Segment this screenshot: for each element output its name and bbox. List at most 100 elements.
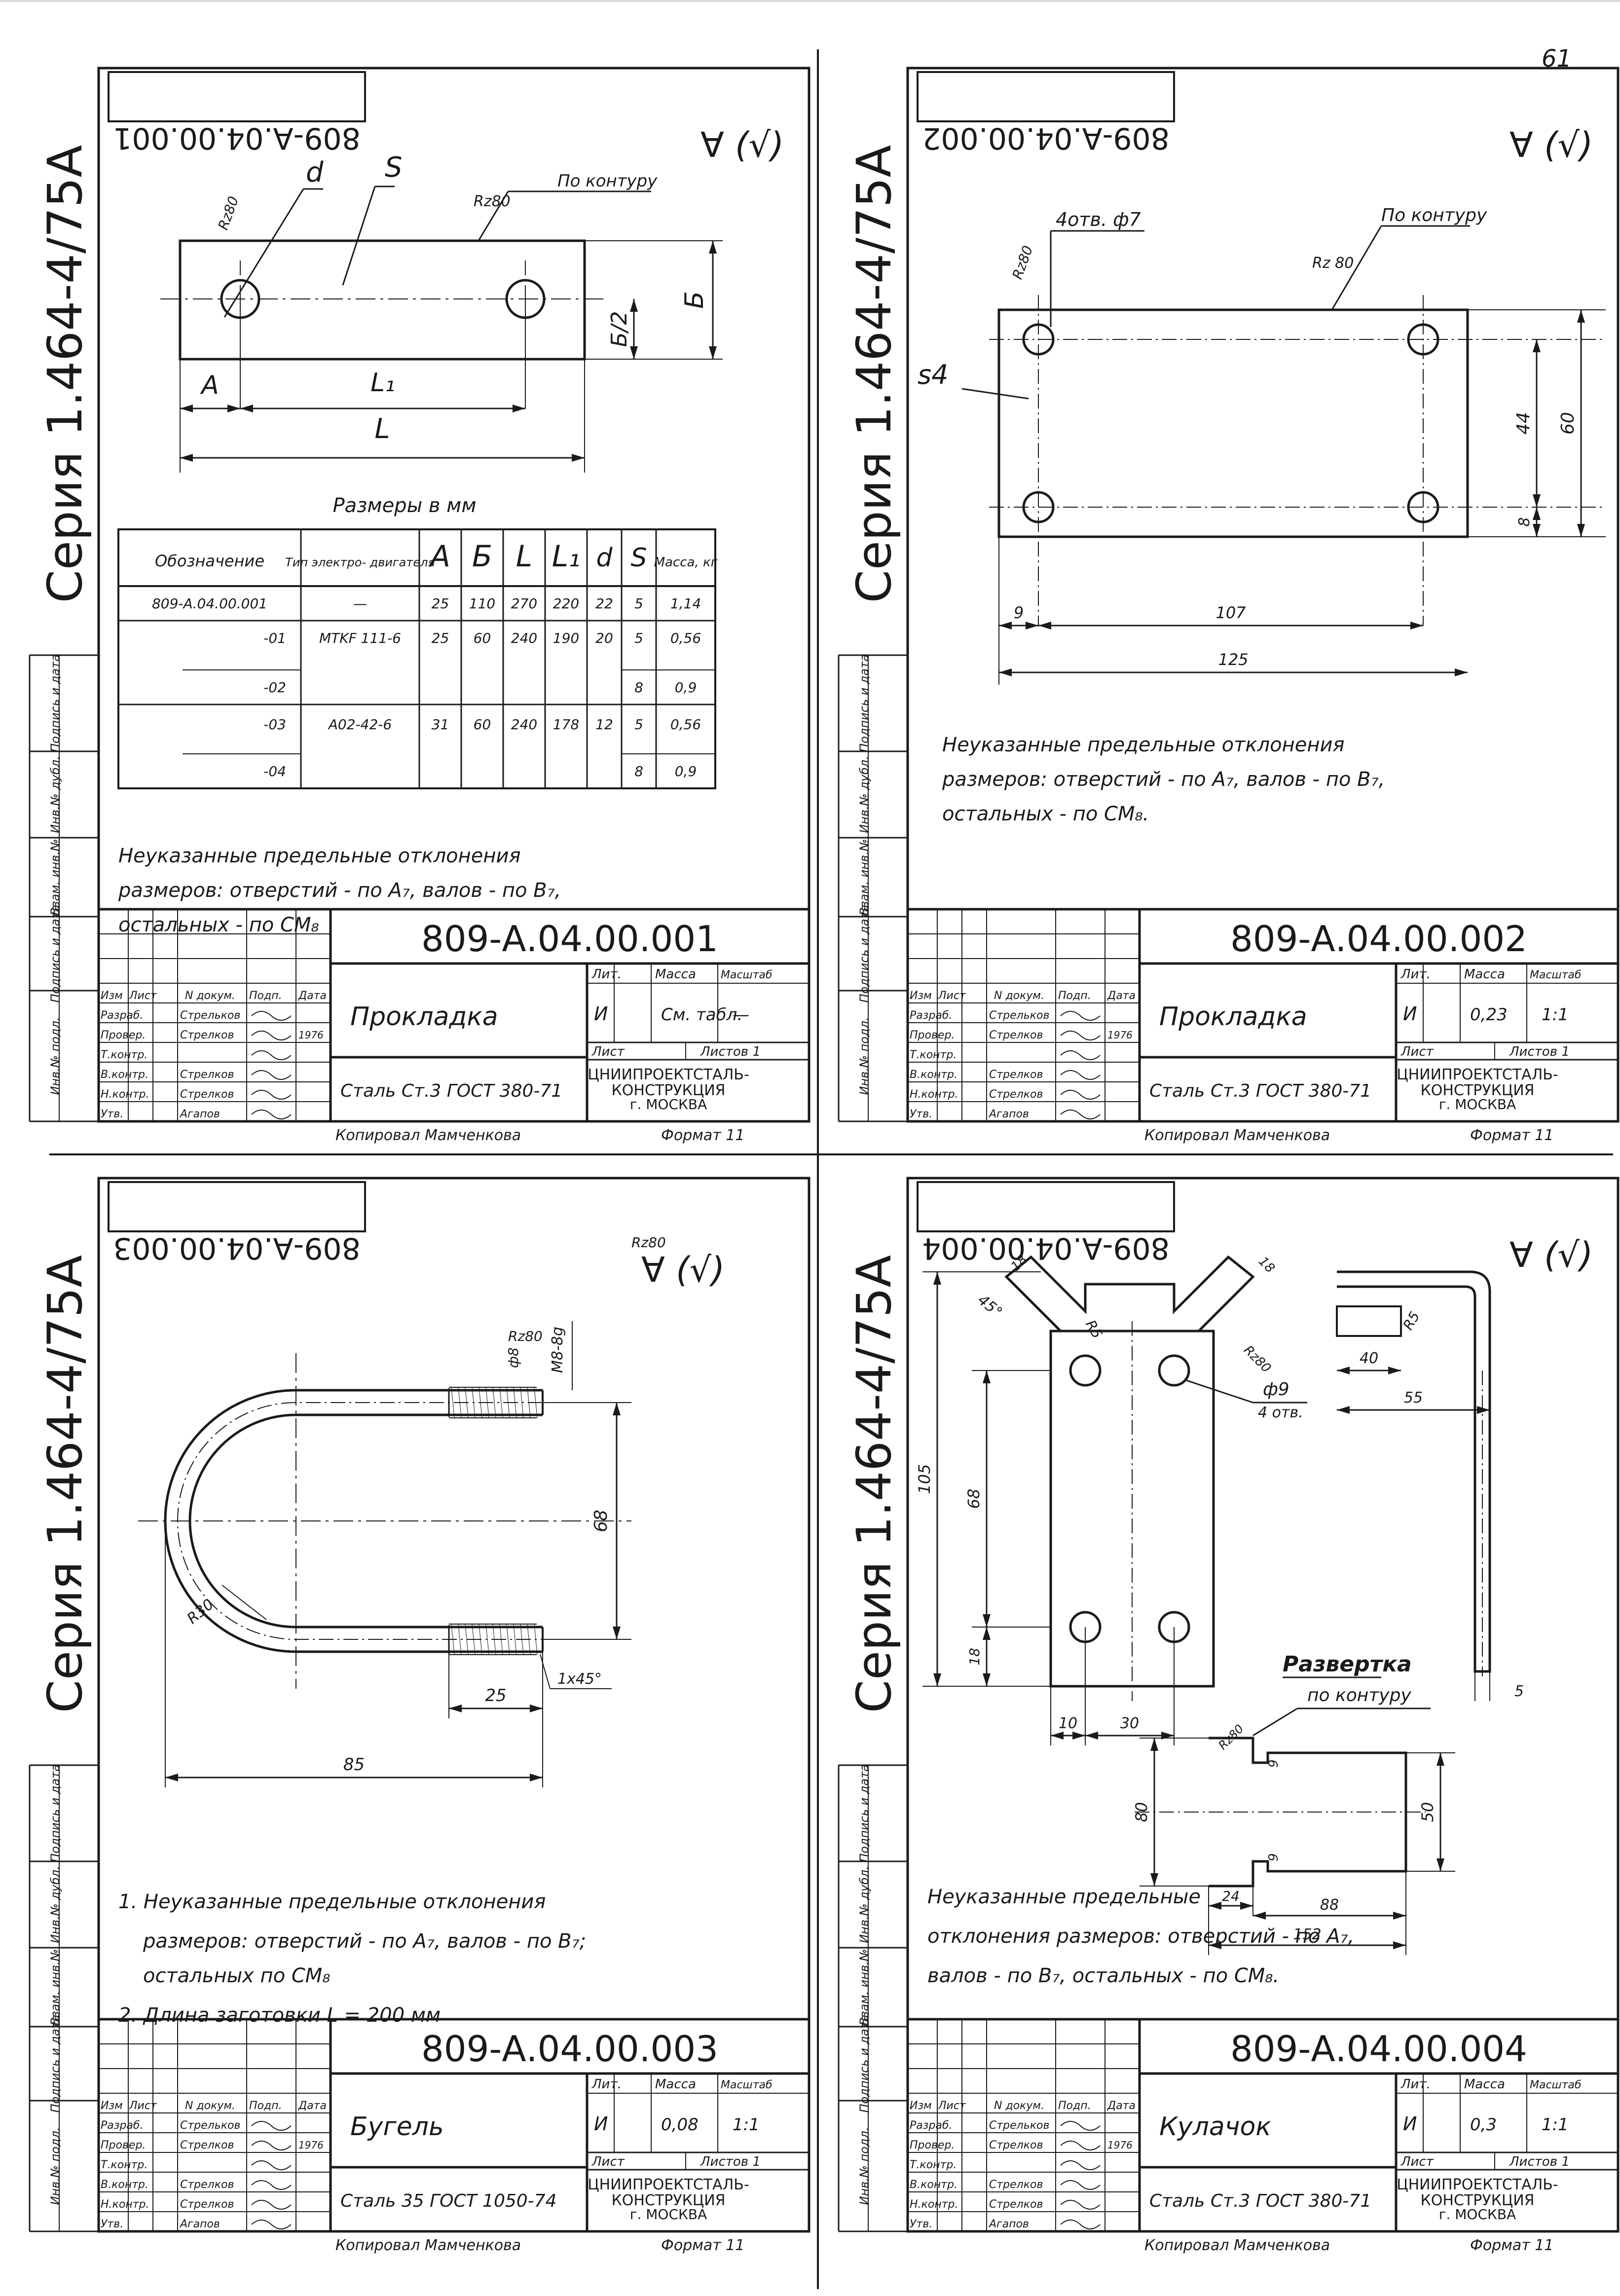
dim-10: 10 [1059,1715,1077,1732]
tb-header-list: Лист [129,990,157,1002]
razvertka-label: Развертка [1283,1652,1412,1677]
note-line-2: размеров: отверстий - по А₇, валов - по … [942,768,1385,791]
table-header-8: Масса, кг [654,555,718,570]
table-cell: -02 [263,679,286,696]
tb-role: Разраб. [101,1009,143,1022]
tb-lit-value: И [1403,2113,1417,2135]
tb-name: Стрелков [989,1029,1043,1041]
copied-by: Копировал Мамченкова [335,2237,521,2254]
org-line-2: КОНСТРУКЦИЯ [1421,2192,1535,2209]
tb-role: Т.контр. [101,2159,147,2171]
tb-name: Стрельков [180,1009,240,1022]
part-name: Прокладка [1159,1002,1307,1032]
rz-label-2: Rz 80 [1312,255,1354,272]
table-cell: 270 [511,595,537,612]
side-label-podpis-data: Подпись и дата [857,2015,871,2113]
tb-name: Агапов [988,1108,1029,1120]
table-cell: 31 [432,716,449,733]
org-line-2: КОНСТРУКЦИЯ [1421,1082,1535,1099]
table-cell: 0,9 [675,763,697,779]
table-cell: 60 [474,716,491,733]
tb-header-data: Дата [1107,2100,1136,2112]
tb-header-list: Лист [938,2100,966,2112]
thread-label: М8-8g [549,1327,566,1373]
side-label-inv-podl: Инв.№ подл. [48,1017,62,1095]
tb-name: Стрельков [989,2119,1049,2132]
side-label-vzam-inv: Взам. инв.№ [857,839,871,915]
org-line-3: г. МОСКВА [630,1096,707,1112]
tb-header-podp: Подп. [1058,990,1091,1002]
table-cell: 22 [595,595,613,612]
tb-role: Т.контр. [101,1049,147,1061]
tb-scale-value: 1:1 [733,2115,760,2135]
tb-header-podp: Подп. [249,990,282,1002]
tb-role: Утв. [101,1108,123,1120]
tb-header-list: Лист [938,990,966,1002]
dim-l: L [374,413,390,445]
rz-label: Rz80 [508,1328,543,1344]
tb-year: 1976 [298,2139,324,2151]
side-label-inv-dubl: Инв.№ дубл. [48,1866,62,1943]
table-cell: -03 [263,716,286,733]
tb-role: В.контр. [101,1069,148,1081]
holes-label: 4отв. ф7 [1056,209,1141,230]
tb-header-izm: Изм [910,2100,932,2112]
table-header-0: Обозначение [155,552,264,570]
tb-name: Стрельков [180,2119,240,2132]
tb-mass-label: Масса [1464,2077,1505,2092]
tb-sheets-label: Листов 1 [1509,2154,1570,2169]
dim-18: 18 [966,1648,983,1666]
tb-role: Утв. [910,1108,932,1120]
dim-88: 88 [1320,1896,1339,1914]
dim-85: 85 [343,1755,365,1775]
table-cell: -04 [263,763,286,779]
note-line-3: валов - по В₇, остальных - по СМ₈. [927,1964,1279,1987]
tb-mass-label: Масса [655,967,696,982]
series-title: Серия 1.464-4/75А [847,145,902,603]
dim-8: 8 [1516,517,1533,526]
table-cell: 25 [432,630,449,646]
table-cell: -01 [263,630,286,646]
format-label: Формат 11 [1470,1127,1553,1144]
dim-80: 80 [1132,1802,1151,1822]
table-header-7: S [630,543,647,573]
note-line-1: Неуказанные предельные отклонения [942,734,1345,756]
part-name: Прокладка [350,1002,498,1032]
tb-name: Агапов [179,1108,220,1120]
table-cell: А02-42-6 [328,716,392,733]
tb-header-data: Дата [298,2100,327,2112]
dim-68: 68 [591,1510,611,1532]
tb-header-ndok: N докум. [185,2100,235,2112]
rz-label-2: Rz80 [474,193,511,210]
tb-role: В.контр. [101,2179,148,2191]
tb-name: Стрелков [989,2179,1043,2191]
tb-header-data: Дата [298,990,327,1002]
table-cell: 240 [511,716,537,733]
tb-mass-value: 0,3 [1470,2115,1497,2135]
side-label-podpis: Подпись и дата [857,1764,871,1862]
mirrored-code: 809-А.04.00.001 [113,121,361,155]
table-cell: 178 [553,716,579,733]
tb-role: В.контр. [910,2179,957,2191]
side-label-vzam-inv: Взам. инв.№ [48,1949,62,2025]
table-header-6: d [596,543,613,573]
org-line-1: ЦНИИПРОЕКТСТАЛЬ- [588,1066,749,1083]
side-label-podpis: Подпись и дата [857,654,871,752]
tb-role: Разраб. [910,2119,952,2132]
tb-header-izm: Изм [101,990,123,1002]
tb-header-data: Дата [1107,990,1136,1002]
side-label-podpis: Подпись и дата [48,1764,62,1862]
tb-sheet-label: Лист [1400,2154,1434,2169]
tb-name: Стрелков [180,1069,234,1081]
note-line-4: 2. Длина заготовки L = 200 мм [118,2004,441,2027]
tb-header-podp: Подп. [1058,2100,1091,2112]
tb-header-podp: Подп. [249,2100,282,2112]
label-s: S [385,151,403,184]
format-label: Формат 11 [661,2237,744,2254]
tb-name: Стрелков [989,1088,1043,1101]
mirrored-code: 809-А.04.00.004 [922,1231,1170,1265]
table-cell: 0,9 [675,679,697,696]
format-label: Формат 11 [661,1127,744,1144]
dim-40: 40 [1360,1350,1378,1367]
